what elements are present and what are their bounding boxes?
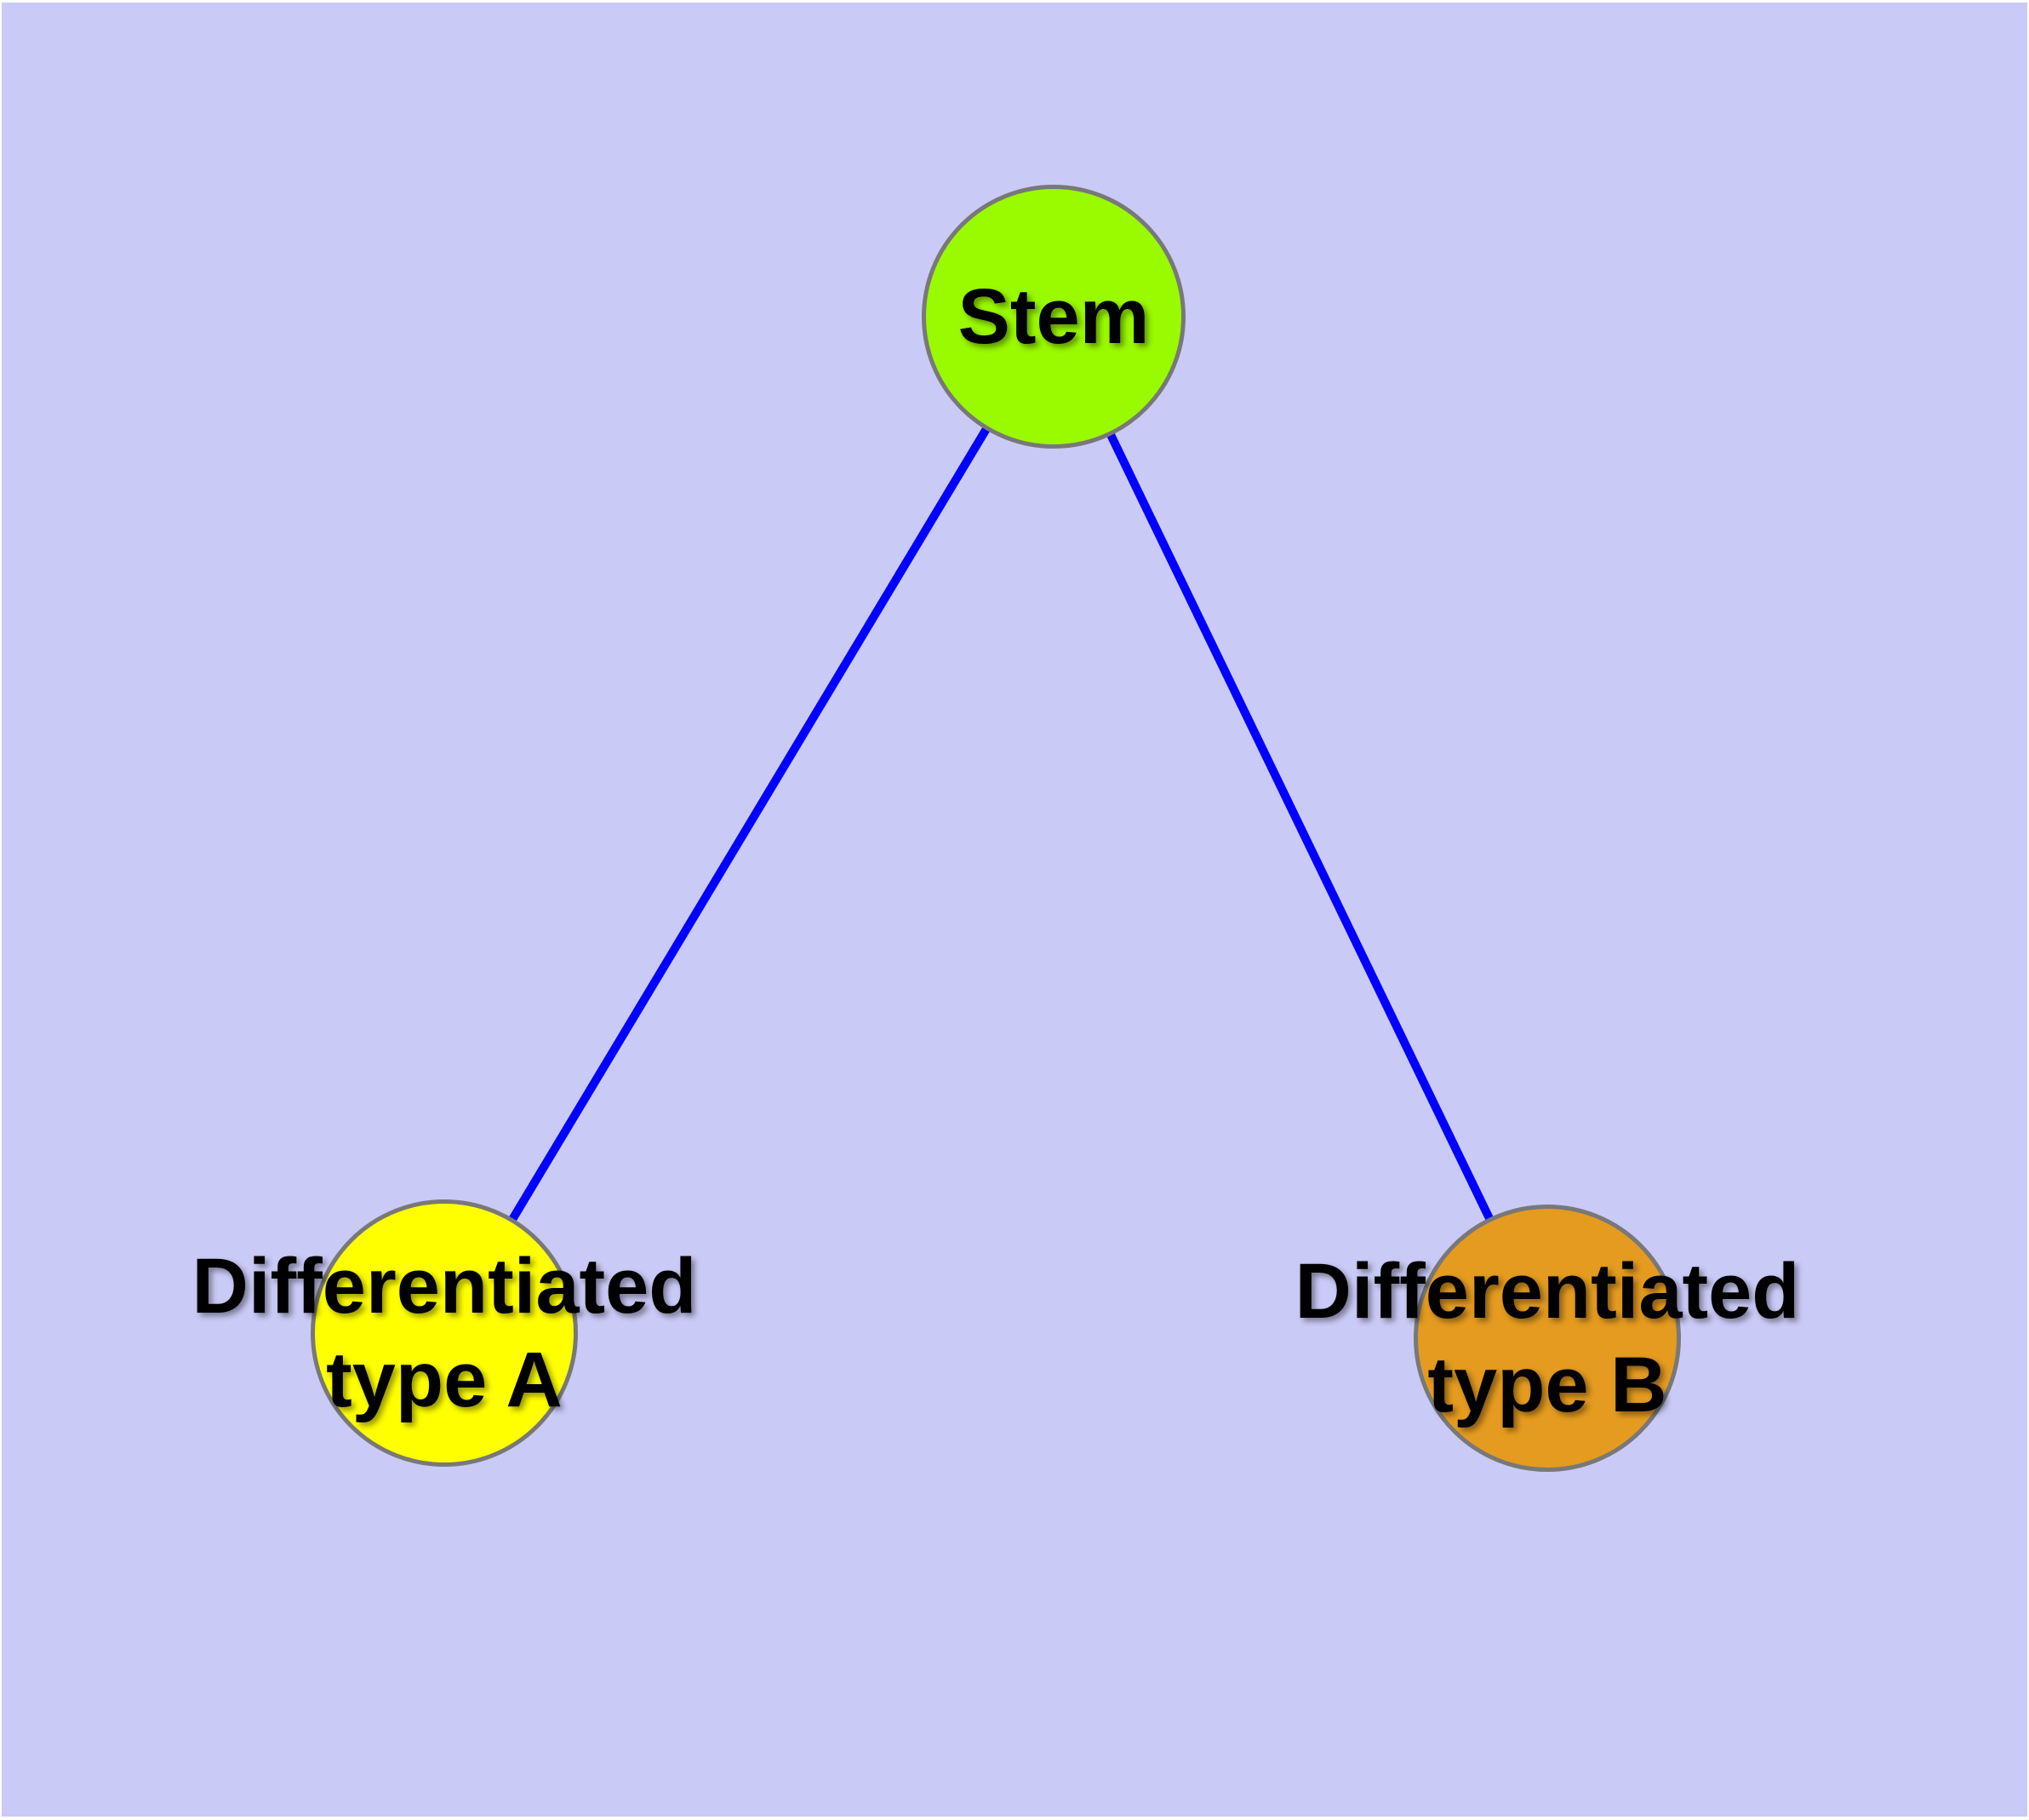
edge-stem-to-type-a [440, 314, 1058, 1336]
node-differentiated-type-b[interactable]: Differentiated type B [1295, 1205, 1799, 1472]
stem-label: Stem [957, 273, 1150, 360]
differentiated-type-a-label: Differentiated type A [191, 1243, 697, 1423]
stem-circle [922, 185, 1186, 449]
node-stem[interactable]: Stem [922, 185, 1186, 449]
node-differentiated-type-a[interactable]: Differentiated type A [192, 1199, 696, 1467]
differentiated-type-a-circle [311, 1199, 578, 1467]
differentiated-type-b-label: Differentiated type B [1295, 1248, 1800, 1428]
edge-stem-to-type-b [1049, 314, 1552, 1341]
differentiated-type-b-circle [1414, 1205, 1681, 1472]
